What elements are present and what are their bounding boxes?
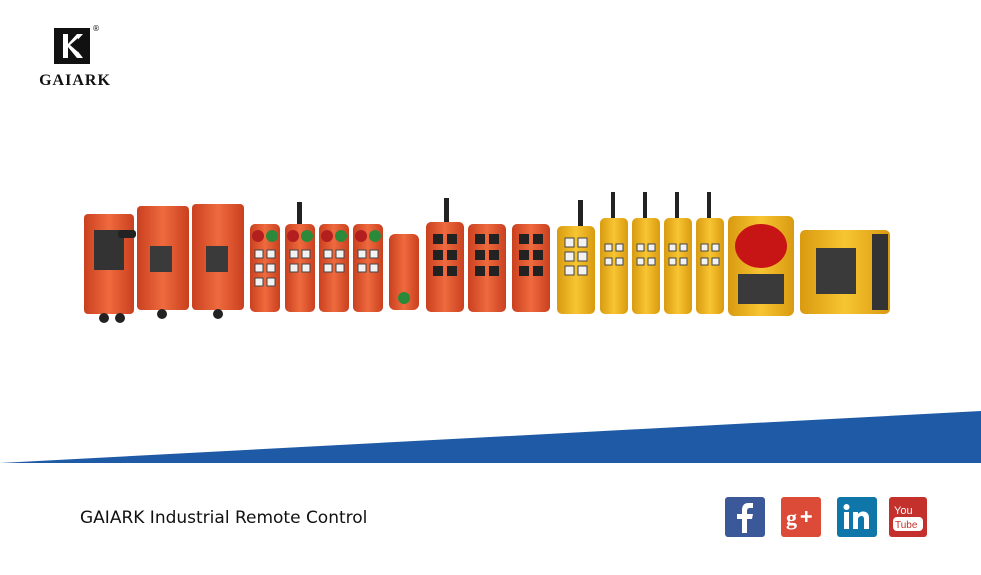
facebook-icon <box>737 503 753 533</box>
youtube-link[interactable]: You Tube <box>889 497 927 537</box>
google-plus-link[interactable]: g <box>781 497 821 537</box>
transmitter-yellow-group <box>557 192 724 314</box>
receiver-yellow-alarm <box>728 216 794 316</box>
facebook-link[interactable] <box>725 497 765 537</box>
footer-title: GAIARK Industrial Remote Control <box>80 508 368 528</box>
receiver-box-2 <box>137 206 189 319</box>
brand-logo: ® GAIARK <box>30 24 120 94</box>
receiver-yellow-box <box>800 230 890 314</box>
google-plus-icon: g <box>786 505 812 530</box>
brand-k-icon <box>54 28 90 64</box>
svg-text:You: You <box>894 505 913 517</box>
linkedin-icon <box>843 504 869 529</box>
brand-name: GAIARK <box>39 72 111 89</box>
receiver-box-3 <box>192 204 244 319</box>
linkedin-link[interactable] <box>837 497 877 537</box>
blue-diagonal-band <box>0 411 981 463</box>
youtube-icon: You Tube <box>893 505 923 531</box>
registered-mark: ® <box>92 24 100 33</box>
svg-text:Tube: Tube <box>895 520 918 531</box>
product-lineup-image <box>84 192 890 323</box>
receiver-box-1 <box>84 214 136 323</box>
svg-text:g: g <box>786 505 797 530</box>
transmitter-orange-group <box>250 198 550 312</box>
